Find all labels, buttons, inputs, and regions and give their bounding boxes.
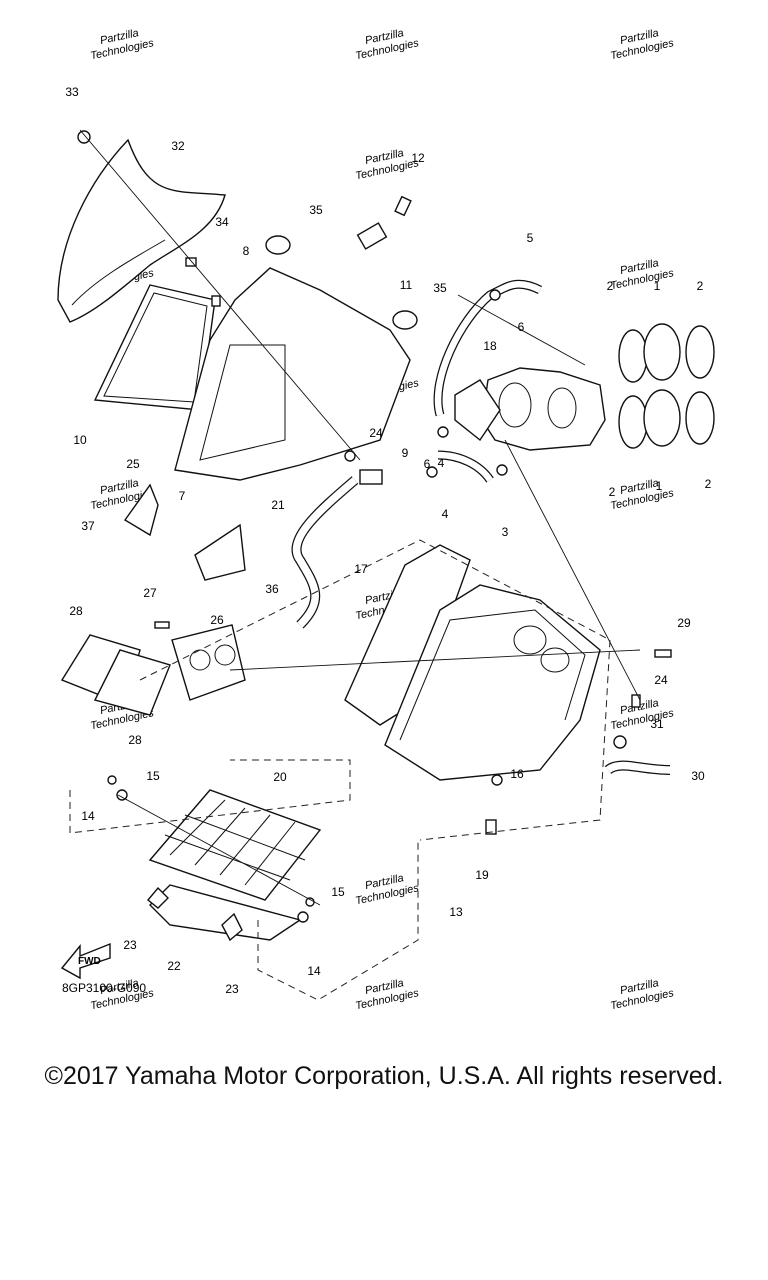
callout-1: 1 bbox=[654, 279, 661, 293]
clamp-2-a bbox=[618, 329, 648, 383]
bolt-24 bbox=[344, 450, 356, 462]
callout-30: 30 bbox=[691, 769, 705, 783]
air-box-13 bbox=[384, 584, 601, 781]
callout-7: 7 bbox=[179, 489, 186, 503]
callout-22: 22 bbox=[167, 959, 181, 973]
clamp-2-c bbox=[618, 395, 648, 449]
callout-23: 23 bbox=[123, 938, 137, 952]
gasket-18 bbox=[454, 379, 501, 442]
copyright-notice: ©2017 Yamaha Motor Corporation, U.S.A. A… bbox=[44, 1062, 724, 1090]
callout-15: 15 bbox=[331, 885, 345, 899]
callout-29: 29 bbox=[677, 616, 691, 630]
clamp-6-a bbox=[437, 426, 449, 438]
bracket-36 bbox=[194, 523, 246, 581]
cap-35-b bbox=[392, 310, 418, 330]
callout-24: 24 bbox=[654, 673, 668, 687]
callout-28: 28 bbox=[128, 733, 142, 747]
callout-6: 6 bbox=[518, 320, 525, 334]
drain-19 bbox=[485, 819, 497, 835]
callout-8: 8 bbox=[243, 244, 250, 258]
callout-25: 25 bbox=[126, 457, 140, 471]
callout-13: 13 bbox=[449, 905, 463, 919]
cap-23-b bbox=[221, 912, 243, 942]
callout-17: 17 bbox=[354, 562, 368, 576]
callout-20: 20 bbox=[273, 770, 287, 784]
callout-16: 16 bbox=[510, 767, 524, 781]
air-scoop-7 bbox=[174, 267, 411, 481]
callout-4: 4 bbox=[442, 507, 449, 521]
plate-26 bbox=[171, 624, 246, 701]
clamp-2-d bbox=[685, 391, 715, 445]
cap-23-a bbox=[147, 886, 169, 909]
sensor-11 bbox=[356, 222, 388, 250]
clamp-31 bbox=[613, 735, 627, 749]
screw-15-a bbox=[107, 775, 117, 785]
callout-9: 9 bbox=[402, 446, 409, 460]
callout-3: 3 bbox=[502, 525, 509, 539]
callout-21: 21 bbox=[271, 498, 285, 512]
clamp-4-a bbox=[496, 464, 508, 476]
gasket-17 bbox=[344, 544, 471, 726]
callout-2: 2 bbox=[607, 279, 614, 293]
callout-31: 31 bbox=[650, 717, 664, 731]
fwd-label: FWD bbox=[78, 956, 101, 967]
callout-34: 34 bbox=[215, 215, 229, 229]
assembly-outline-airbox bbox=[139, 539, 611, 841]
callout-6: 6 bbox=[424, 457, 431, 471]
callout-32: 32 bbox=[171, 139, 185, 153]
clamp-4-b bbox=[426, 466, 438, 478]
throttle-body-18 bbox=[481, 367, 606, 451]
callout-37: 37 bbox=[81, 519, 95, 533]
callout-14: 14 bbox=[307, 964, 321, 978]
callout-2: 2 bbox=[697, 279, 704, 293]
callout-10: 10 bbox=[73, 433, 87, 447]
cover-22 bbox=[149, 884, 302, 941]
diagram-code: 8GP3100-G090 bbox=[62, 981, 146, 995]
callout-2: 2 bbox=[705, 477, 712, 491]
callout-5: 5 bbox=[527, 231, 534, 245]
callout-28: 28 bbox=[69, 604, 83, 618]
grommet-33 bbox=[77, 130, 91, 144]
callout-2: 2 bbox=[609, 485, 616, 499]
joint-1-a bbox=[643, 323, 681, 381]
clip-14-a bbox=[116, 789, 128, 801]
callout-36: 36 bbox=[265, 582, 279, 596]
cap-35 bbox=[265, 235, 291, 255]
bolt-27 bbox=[154, 621, 170, 629]
callout-33: 33 bbox=[65, 85, 79, 99]
callout-24: 24 bbox=[369, 426, 383, 440]
parts-diagram: PartzillaTechnologiesPartzillaTechnologi… bbox=[57, 27, 715, 1012]
funnel-28-b bbox=[93, 649, 171, 716]
bolt-29 bbox=[654, 649, 672, 658]
callout-19: 19 bbox=[475, 868, 489, 882]
clamp-2-b bbox=[685, 325, 715, 379]
callout-15: 15 bbox=[146, 769, 160, 783]
callout-12: 12 bbox=[411, 151, 425, 165]
bracket-37 bbox=[123, 483, 159, 537]
callout-23: 23 bbox=[225, 982, 239, 996]
clip-34 bbox=[185, 257, 197, 267]
clamp-6-b bbox=[489, 289, 501, 301]
cover-panel-32 bbox=[57, 138, 226, 323]
bolt-24-b bbox=[631, 694, 641, 708]
fitting-9 bbox=[359, 469, 383, 485]
bolt-8 bbox=[211, 295, 221, 307]
callout-35: 35 bbox=[309, 203, 323, 217]
callout-14: 14 bbox=[81, 809, 95, 823]
callout-18: 18 bbox=[483, 339, 497, 353]
callout-27: 27 bbox=[143, 586, 157, 600]
callout-35: 35 bbox=[433, 281, 447, 295]
bolt-12 bbox=[394, 195, 412, 217]
callout-26: 26 bbox=[210, 613, 224, 627]
grommet-16 bbox=[491, 774, 503, 786]
assembly-outline-element bbox=[69, 759, 351, 834]
callout-1: 1 bbox=[656, 479, 663, 493]
clip-14-b bbox=[297, 911, 309, 923]
fwd-arrow-icon: FWD bbox=[60, 942, 111, 980]
callout-4: 4 bbox=[438, 456, 445, 470]
callout-11: 11 bbox=[400, 278, 413, 292]
joint-1-b bbox=[643, 389, 681, 447]
assembly-outline-lower bbox=[257, 840, 419, 1001]
